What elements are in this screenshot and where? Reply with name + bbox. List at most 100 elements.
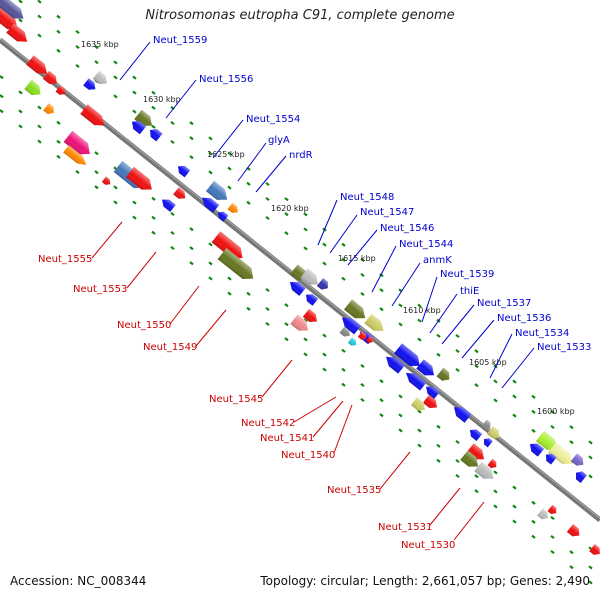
kbp-1625: 1625 kbp <box>207 150 245 159</box>
gene-arrow <box>454 407 472 423</box>
callout-neut-1547 <box>329 214 358 254</box>
gene-shine <box>481 419 491 430</box>
track-dot <box>189 121 194 126</box>
gene-arrow <box>92 70 107 84</box>
track-dot <box>37 124 42 129</box>
gene-shine <box>546 453 557 465</box>
gene-arrow <box>101 176 111 185</box>
gene-shine <box>535 430 558 450</box>
callout-neut-1536 <box>461 319 495 359</box>
gene-shine <box>436 367 450 381</box>
gene-shine <box>92 70 107 84</box>
track-dot <box>37 139 42 144</box>
gene-arrow <box>0 5 18 30</box>
gene-arrow <box>470 429 483 442</box>
track-dot <box>588 474 593 479</box>
label-anmk: anmK <box>423 255 452 266</box>
gene-shine <box>227 202 238 213</box>
callout-lines <box>91 41 535 541</box>
gene-arrow <box>487 458 497 469</box>
track-dot <box>398 303 403 308</box>
track-dot <box>303 352 308 357</box>
gene-arrow <box>342 317 362 335</box>
track-dot <box>436 443 441 448</box>
gene-arrow <box>530 443 545 457</box>
track-dot <box>512 485 517 490</box>
gene-shine <box>0 0 24 19</box>
track-dot <box>379 398 384 403</box>
track-dot <box>360 382 365 388</box>
track-dot <box>455 333 460 339</box>
track-dot <box>417 303 422 308</box>
gene-arrow <box>347 337 357 346</box>
track-dot <box>531 409 536 414</box>
label-neut-1541: Neut_1541 <box>260 433 314 444</box>
track-dot <box>37 14 42 19</box>
gene-arrow <box>357 331 367 340</box>
callout-neut-1531 <box>429 487 461 526</box>
gene-arrow <box>218 211 229 222</box>
track-dot <box>284 303 289 308</box>
track-dot <box>265 287 270 293</box>
track-dot <box>113 200 118 205</box>
track-dot <box>417 318 422 323</box>
track-dot <box>379 379 384 384</box>
track-dot <box>455 439 460 445</box>
callout-nrdr <box>255 155 287 193</box>
gene-arrow <box>63 130 90 155</box>
kbp-1605: 1605 kbp <box>469 358 507 367</box>
callout-neut-1544 <box>371 245 397 293</box>
track-dot <box>151 215 156 220</box>
gene-arrow <box>306 294 319 306</box>
track-dot <box>208 151 213 156</box>
callout-neut-1540 <box>333 404 353 454</box>
label-neut-1559: Neut_1559 <box>153 35 207 46</box>
label-neut-1537: Neut_1537 <box>477 298 531 309</box>
gene-arrow <box>537 508 548 520</box>
track-dot <box>113 75 118 80</box>
label-neut-1555: Neut_1555 <box>38 254 92 265</box>
kbp-1635: 1635 kbp <box>81 40 119 49</box>
callout-neut-1546 <box>347 229 378 266</box>
track-dot <box>151 90 156 95</box>
gene-shine <box>211 231 243 259</box>
callout-anmk <box>391 262 421 307</box>
track-dot <box>474 383 479 388</box>
gene-arrow <box>80 104 105 126</box>
gene-shine <box>290 314 309 331</box>
gene-shine <box>63 145 87 166</box>
callout-neut-1539 <box>421 276 438 323</box>
kbp-1615: 1615 kbp <box>338 254 376 263</box>
gene-arrow <box>426 386 440 400</box>
track-dot <box>531 428 536 433</box>
track-dot <box>227 291 232 296</box>
gene-arrow <box>202 197 220 213</box>
track-dot <box>588 565 593 570</box>
track-dot <box>455 458 460 464</box>
track-dot <box>170 211 175 217</box>
track-dot <box>227 166 232 171</box>
track-dot <box>56 154 61 159</box>
track-dot <box>417 337 422 342</box>
label-neut-1556: Neut_1556 <box>199 74 253 85</box>
gene-arrow <box>366 336 373 343</box>
track-dot <box>208 276 213 281</box>
track-dot <box>531 519 536 524</box>
track-dot <box>341 348 346 353</box>
track-dot <box>322 367 327 372</box>
gene-arrow <box>125 166 152 190</box>
gene-shine <box>470 429 483 442</box>
track-dot <box>208 170 213 175</box>
track-dot <box>550 549 555 555</box>
gene-arrow <box>436 367 450 381</box>
track-dot <box>56 48 61 53</box>
gene-arrow <box>300 268 319 285</box>
gene-arrow <box>570 453 584 466</box>
track-dot <box>227 276 232 281</box>
gene-shine <box>570 453 584 466</box>
gene-arrow <box>132 121 147 135</box>
track-dot <box>0 109 4 114</box>
callout-neut-1533 <box>501 347 535 389</box>
track-dot <box>208 136 213 141</box>
